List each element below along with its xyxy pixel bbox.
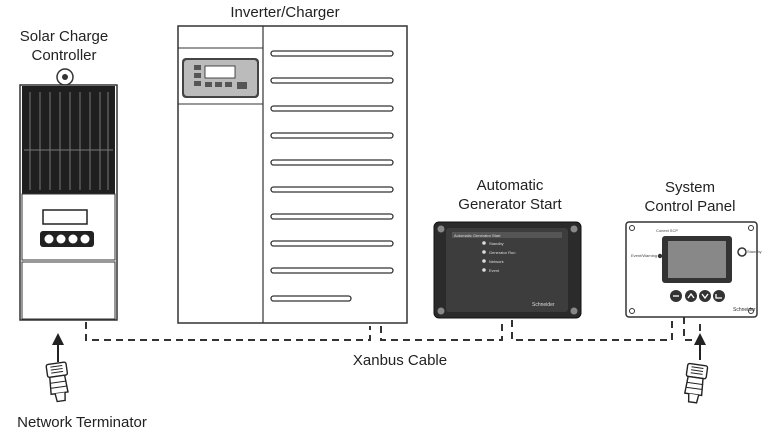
scp-standby-label: Standby [747,249,762,254]
network-terminator-label: Network Terminator [17,414,147,431]
ags-label-line2: Generator Start [458,196,562,213]
scp-header-text: Conext SCP [656,228,678,233]
scp-buttons [670,290,725,302]
system-control-panel: Conext SCP Event/Warning Standby Schneid… [625,221,762,318]
xanbus-cable [85,317,701,341]
arrow-icon-left [52,333,64,362]
ags-header-text: Automatic Generator Start [454,233,501,238]
ags-led-standby: Standby [489,241,504,246]
ags-led-network: Network [489,259,504,264]
wiring-compartment [21,261,116,320]
ags-label-line1: Automatic [476,177,544,194]
inverter-charger [177,25,408,324]
ags-led-generator-run: Generator Run [489,250,515,255]
arrow-icon-right [694,333,706,360]
solar-label-line1: Solar Charge [19,28,109,45]
scp-brand-logo: Schneider [733,307,756,313]
solar-label-line2: Controller [31,47,97,64]
ags-brand-logo: Schneider [532,302,555,308]
scp-screen [668,241,726,278]
ags-led-event: Event [489,268,500,273]
network-terminator-left [45,361,69,403]
scp-label-line1: System [664,179,715,196]
automatic-generator-start-label: Automatic Generator Start [435,176,585,214]
inverter-display [204,65,236,79]
scp-label-line2: Control Panel [644,198,736,215]
scp-standby-icon [737,247,747,257]
solar-display [42,209,88,225]
xanbus-cable-label: Xanbus Cable [352,352,448,369]
network-terminator-right [683,362,709,404]
scp-event-warning-label: Event/Warning [631,253,657,258]
solar-charge-controller [19,68,118,321]
inverter-charger-label: Inverter/Charger [230,4,340,21]
system-control-panel-label: System Control Panel [615,178,765,216]
automatic-generator-start: Automatic Generator Start Standby Genera… [433,221,582,319]
heatsink-fins [22,86,115,194]
solar-charge-controller-label: Solar Charge Controller [8,27,120,65]
